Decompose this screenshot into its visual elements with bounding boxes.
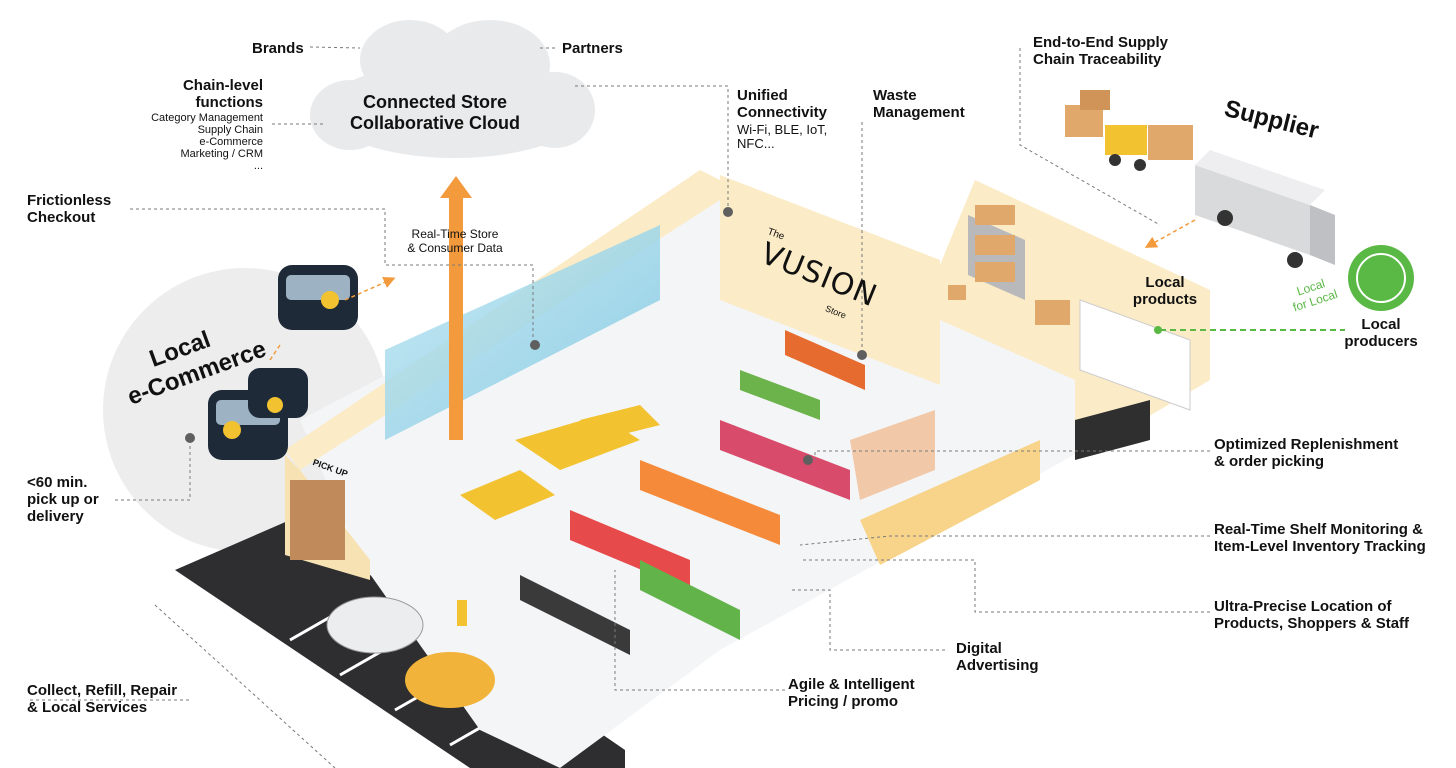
- digital-line2: Advertising: [956, 657, 1039, 674]
- cloud-title-line2: Collaborative Cloud: [350, 113, 521, 133]
- replenishment-line2: & order picking: [1214, 453, 1325, 470]
- supplier-truck: [1195, 150, 1335, 268]
- checkout-counter-2: [460, 470, 555, 520]
- digital-advertising-label: Digital Advertising: [956, 640, 1039, 674]
- local-products-line1: Local: [1145, 274, 1185, 291]
- unified-line2: Connectivity: [737, 104, 828, 121]
- pickup-line1: <60 min.: [27, 474, 88, 491]
- warehouse-boxes: [948, 205, 1070, 325]
- chain-title-line2: functions: [195, 94, 264, 111]
- local-producers-line1: Local: [1361, 316, 1401, 333]
- ev-charger: [457, 600, 467, 626]
- replenishment-label: Optimized Replenishment & order picking: [1214, 436, 1398, 470]
- dashed-connectors: [30, 46, 1210, 768]
- waste-line1: Waste: [873, 87, 917, 104]
- realtime-line1: Real-Time Store: [411, 227, 499, 241]
- supply-line1: End-to-End Supply: [1033, 34, 1168, 51]
- frictionless-line1: Frictionless: [27, 192, 112, 209]
- local-products-line2: products: [1132, 291, 1198, 308]
- chain-title: Chain-level functions: [150, 77, 263, 111]
- collect-line2: & Local Services: [27, 699, 148, 716]
- realtime-line2: & Consumer Data: [407, 241, 503, 255]
- chain-items: Category Management Supply Chain e-Comme…: [120, 112, 263, 172]
- realtime-label: Real-Time Store & Consumer Data: [395, 227, 515, 255]
- shelf-monitoring-label: Real-Time Shelf Monitoring & Item-Level …: [1214, 521, 1426, 555]
- cloud-title-line1: Connected Store: [362, 92, 508, 112]
- waste-management-label: Waste Management: [873, 87, 965, 121]
- collect-line1: Collect, Refill, Repair: [27, 682, 178, 699]
- yellow-car: [405, 652, 495, 708]
- unified-sub-line2: NFC...: [737, 136, 775, 151]
- pickup-line3: delivery: [27, 508, 84, 525]
- chain-item: Category Management: [151, 112, 263, 124]
- truck-orange-arrow: [1144, 219, 1196, 248]
- pricing-line1: Agile & Intelligent: [788, 676, 915, 693]
- unified-sub: Wi-Fi, BLE, IoT, NFC...: [737, 123, 827, 151]
- chain-item: ...: [253, 160, 263, 172]
- supply-chain-label: End-to-End Supply Chain Traceability: [1033, 34, 1168, 68]
- collect-services-label: Collect, Refill, Repair & Local Services: [27, 682, 177, 716]
- local-producers-line2: producers: [1344, 333, 1418, 350]
- delivery-vans: [208, 265, 358, 460]
- chain-item: Supply Chain: [197, 124, 263, 136]
- pricing-label: Agile & Intelligent Pricing / promo: [788, 676, 915, 710]
- white-car: [326, 596, 424, 654]
- partners-label: Partners: [562, 40, 623, 57]
- store-back-wall: [720, 175, 940, 385]
- cloud-shape: [310, 20, 595, 158]
- pickup-line2: pick up or: [27, 491, 99, 508]
- location-label: Ultra-Precise Location of Products, Shop…: [1214, 598, 1409, 632]
- pickup-lockers: [290, 480, 345, 560]
- shelf-line2: Item-Level Inventory Tracking: [1214, 538, 1426, 555]
- unified-sub-line1: Wi-Fi, BLE, IoT,: [737, 122, 828, 137]
- checkout-counter-3: [580, 405, 660, 440]
- chain-item: Marketing / CRM: [180, 148, 263, 160]
- shelf-line1: Real-Time Shelf Monitoring &: [1214, 521, 1423, 538]
- frictionless-line2: Checkout: [27, 209, 96, 226]
- location-line2: Products, Shoppers & Staff: [1214, 615, 1410, 632]
- replenishment-line1: Optimized Replenishment: [1214, 436, 1399, 453]
- cloud-title: Connected Store Collaborative Cloud: [350, 92, 520, 134]
- local-producers-label: Local producers: [1330, 316, 1432, 350]
- forklift: [1065, 90, 1193, 171]
- brands-label: Brands: [252, 40, 304, 57]
- unified-connectivity-label: Unified Connectivity: [737, 87, 827, 121]
- pricing-line2: Pricing / promo: [788, 693, 899, 710]
- frictionless-checkout-label: Frictionless Checkout: [27, 192, 111, 226]
- van-orange-arrow: [344, 276, 396, 301]
- digital-line1: Digital: [956, 640, 1002, 657]
- sensor-markers: [185, 207, 867, 465]
- unified-line1: Unified: [737, 87, 788, 104]
- location-line1: Ultra-Precise Location of: [1214, 598, 1392, 615]
- pickup-delivery-label: <60 min. pick up or delivery: [27, 474, 99, 525]
- waste-line2: Management: [873, 104, 965, 121]
- chain-title-line1: Chain-level: [182, 77, 263, 94]
- chain-item: e-Commerce: [199, 136, 263, 148]
- local-products-label: Local products: [1115, 274, 1215, 308]
- van-orange-arrow-2: [269, 344, 281, 361]
- shelves: [520, 215, 1191, 655]
- supply-line2: Chain Traceability: [1033, 51, 1162, 68]
